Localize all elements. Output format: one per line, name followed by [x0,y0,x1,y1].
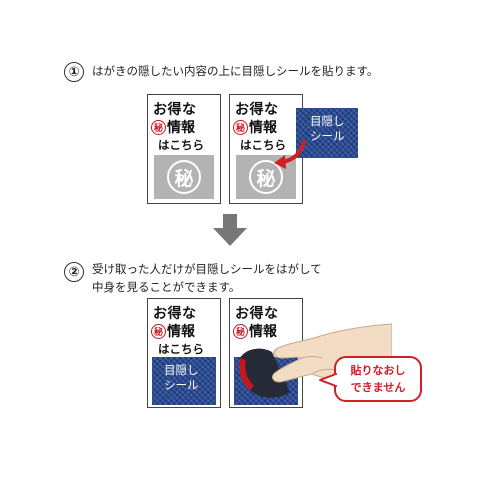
card-title: お得な [153,102,197,118]
step-2-number: ② [64,262,84,282]
postcard-sealed: お得な 秘 情報 はこちら 目隠し シール [147,298,221,408]
blindfold-seal-floating: 目隠し シール [296,108,358,158]
secret-stamp-icon: 秘 [233,323,248,339]
bubble-text-line2: できません [350,381,406,394]
curved-arrow-icon [274,140,306,169]
secret-stamp-icon: 秘 [233,119,248,135]
seal-text-line1: 目隠し [164,363,199,377]
step-2-text-line2: 中身を見ることができます。 [92,280,241,294]
secret-stamp-icon: 秘 [151,323,166,339]
card-subtitle: はこちら [158,138,204,152]
blindfold-seal-applied: 目隠し シール [152,357,216,405]
card-info-line: 秘 情報 [151,321,195,341]
card-info-text: 情報 [167,324,195,340]
card-info-text: 情報 [249,324,277,340]
seal-text-line2: シール [310,129,345,143]
card-info-text: 情報 [249,120,277,136]
card-info-line: 秘 情報 [233,321,277,341]
card-title: お得な [235,306,279,322]
step-1-text: はがきの隠したい内容の上に目隠しシールを貼ります。 [92,64,379,78]
postcard-applying: お得な 秘 情報 はこちら 秘 [229,94,303,204]
card-info-text: 情報 [167,120,195,136]
down-arrow-icon [213,214,247,246]
card-subtitle: はこちら [240,138,286,152]
bubble-text-line1: 貼りなおし [350,364,406,377]
card-subtitle: はこちら [158,342,204,356]
no-reapply-bubble: 貼りなおし できません [334,356,422,402]
card-title: お得な [153,306,197,322]
postcard-unsealed: お得な 秘 情報 はこちら 秘 [147,94,221,204]
secret-stamp-icon: 秘 [151,119,166,135]
seal-text-line1: 目隠し [310,114,345,128]
card-title: お得な [235,102,279,118]
seal-text-line2: シール [164,378,199,392]
secret-mark-icon: 秘 [167,160,201,194]
secret-mark-icon: 秘 [249,160,283,194]
step-2-text-line1: 受け取った人だけが目隠しシールをはがして [92,262,322,276]
secret-area: 秘 [154,155,214,199]
step-1-number: ① [64,62,84,82]
card-info-line: 秘 情報 [151,117,195,137]
card-info-line: 秘 情報 [233,117,277,137]
bubble-tail [319,373,338,387]
